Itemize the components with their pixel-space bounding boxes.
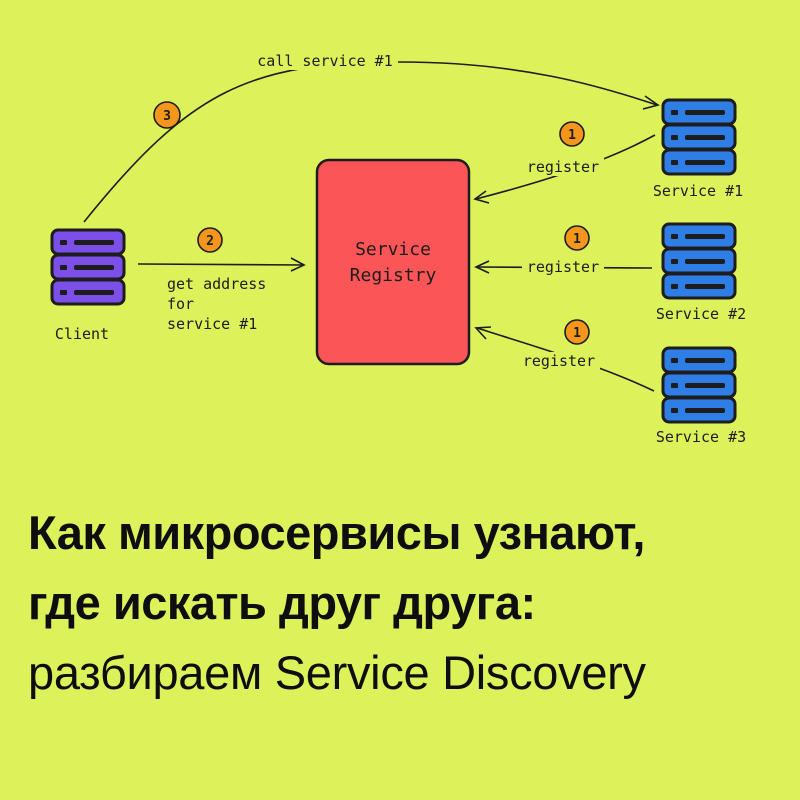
registry-label-line1: Service bbox=[355, 239, 431, 260]
register-label-3: register bbox=[523, 352, 595, 370]
step-number-3: 3 bbox=[163, 109, 171, 124]
register-arrow-2: register 1 bbox=[474, 225, 653, 276]
step-badge-1a bbox=[559, 121, 585, 147]
headline: Как микросервисы узнают, где искать друг… bbox=[28, 498, 788, 708]
step-badge-1c bbox=[564, 319, 590, 345]
service-discovery-diagram: Service Registry Client Service #1 Servi… bbox=[50, 52, 746, 446]
register-arrow-3: register 1 bbox=[474, 319, 655, 392]
service-label-3: Service #3 bbox=[656, 428, 746, 446]
headline-line1: Как микросервисы узнают, bbox=[28, 506, 646, 559]
service-node-2: Service #2 bbox=[656, 222, 746, 323]
server-stack-icon bbox=[661, 222, 737, 300]
call-service-label: call service #1 bbox=[257, 52, 392, 70]
get-address-label-line3: service #1 bbox=[167, 315, 257, 333]
server-stack-icon bbox=[50, 228, 126, 306]
headline-line2: где искать друг друга: bbox=[28, 576, 536, 629]
step-number-1b: 1 bbox=[573, 232, 581, 247]
server-stack-icon bbox=[661, 98, 737, 176]
step-badge-1b bbox=[564, 225, 590, 251]
service-registry: Service Registry bbox=[315, 158, 471, 366]
headline-line3: разбираем Service Discovery bbox=[28, 646, 646, 699]
client-node: Client bbox=[50, 228, 126, 343]
step-badge-2 bbox=[197, 227, 223, 253]
service-node-3: Service #3 bbox=[656, 346, 746, 446]
registry-label-line2: Registry bbox=[350, 265, 437, 286]
step-number-1c: 1 bbox=[573, 326, 581, 341]
get-address-label-line2: for bbox=[167, 295, 194, 313]
get-address-label-line1: get address bbox=[167, 275, 266, 293]
register-arrow-1: register 1 bbox=[473, 121, 656, 204]
call-service-arrow: call service #1 3 bbox=[83, 52, 660, 223]
step-number-2: 2 bbox=[206, 234, 214, 249]
step-badge-3 bbox=[153, 101, 181, 129]
client-label: Client bbox=[55, 325, 109, 343]
service-label-2: Service #2 bbox=[656, 305, 746, 323]
service-label-1: Service #1 bbox=[653, 182, 743, 200]
register-label-1: register bbox=[527, 158, 599, 176]
server-stack-icon bbox=[661, 346, 737, 424]
service-node-1: Service #1 bbox=[653, 98, 743, 200]
step-number-1a: 1 bbox=[568, 128, 576, 143]
get-address-arrow: 2 get address for service #1 bbox=[137, 227, 306, 333]
register-label-2: register bbox=[527, 258, 599, 276]
